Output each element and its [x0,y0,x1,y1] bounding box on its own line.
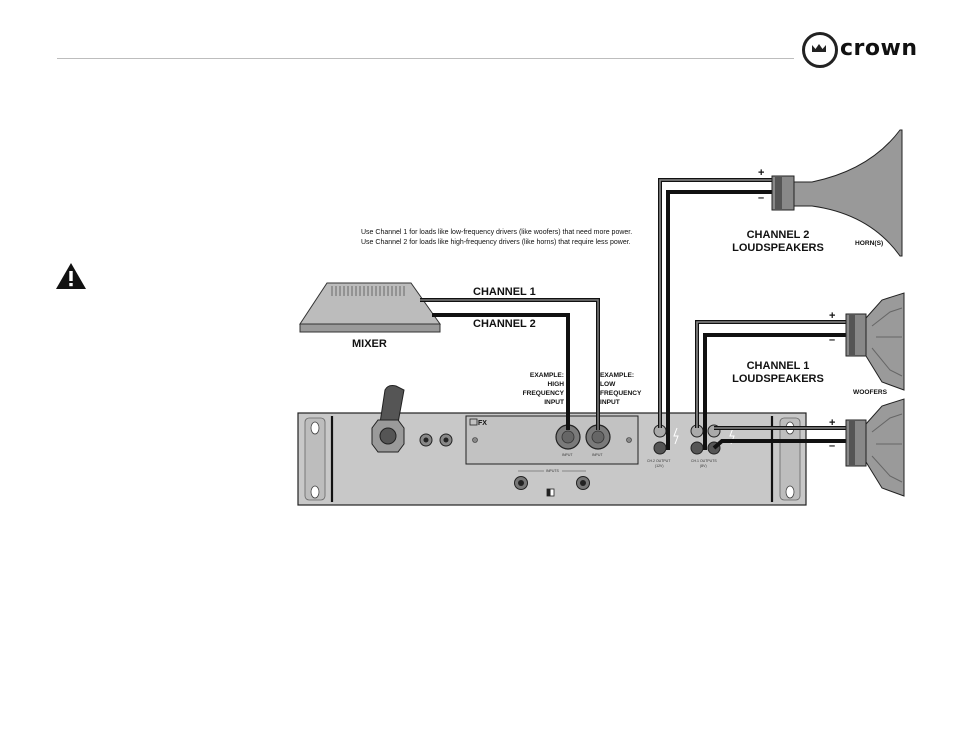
example-high-line2: HIGH [547,381,564,388]
fx-label: FX [478,420,487,427]
woofer2-minus-label: – [829,440,835,452]
header-rule [57,58,794,59]
woofers-label: WOOFERS [853,389,888,396]
woofer-2 [845,398,905,497]
channel-2-label: CHANNEL 2 [473,318,536,330]
channel-1-speakers-label: CHANNEL 1 LOUDSPEAKERS [730,360,826,386]
woofer2-plus-label: + [829,417,835,429]
out-multi-line2: (8V) [700,464,707,468]
example-low-line1: EXAMPLE: [600,372,635,379]
channel-1-speakers-line1: CHANNEL 1 [746,360,810,372]
example-high-label: EXAMPLE: HIGH FREQUENCY INPUT [518,371,564,407]
channel-1-speakers-line2: LOUDSPEAKERS [732,373,824,385]
horn [771,129,903,257]
out-single-line1: CH.2 OUTPUT [647,459,671,463]
channel-1-label: CHANNEL 1 [473,286,536,298]
horns-label: HORN(S) [855,240,884,247]
horn-minus-label: – [758,192,764,204]
input-label-2: INPUT [592,453,603,457]
woofer1-minus-label: – [829,334,835,346]
example-low-line2: LOW [600,381,616,388]
out-multi-line1: CH.1 OUTPUTS [691,459,717,463]
example-low-label: EXAMPLE: LOW FREQUENCY INPUT [600,371,641,407]
brand-name: crown [840,36,918,61]
input-label-1: INPUT [562,453,573,457]
inputs-label: INPUTS [546,469,560,473]
crown-logo: crown [800,30,918,70]
channel-2-speakers-line2: LOUDSPEAKERS [732,242,824,254]
input-cables [420,298,600,430]
channel-2-note: Use Channel 2 for loads like high-freque… [361,239,631,246]
out-single-line2: (12V) [655,464,664,468]
woofer1-plus-label: + [829,310,835,322]
example-high-line3: FREQUENCY [522,390,564,397]
mixer-label: MIXER [352,338,387,350]
example-high-line1: EXAMPLE: [529,372,564,379]
output-cables [658,178,846,450]
example-low-line4: INPUT [600,399,620,406]
horn-plus-label: + [758,167,764,179]
woofer-1 [845,292,905,391]
channel-1-note: Use Channel 1 for loads like low-frequen… [361,229,633,236]
example-high-line4: INPUT [544,399,564,406]
channel-2-speakers-line1: CHANNEL 2 [746,229,810,241]
crown-logo-ring [802,32,838,68]
example-low-line3: FREQUENCY [600,390,642,397]
channel-2-speakers-label: CHANNEL 2 LOUDSPEAKERS [730,229,826,255]
crown-icon [812,44,826,52]
mixer [299,282,441,333]
warning-icon [56,263,86,289]
